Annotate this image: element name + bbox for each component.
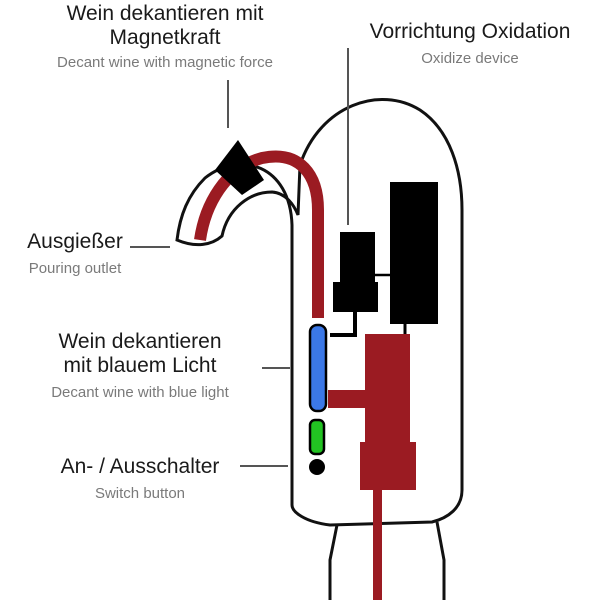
oxidation-block-large — [390, 182, 438, 324]
oxidation-block-small-base — [333, 282, 378, 312]
wine-tube — [194, 150, 324, 318]
red-chamber — [365, 334, 410, 442]
label-blue-light: Wein dekantieren mit blauem Licht Decant… — [5, 330, 275, 402]
switch-button-dot — [309, 459, 325, 475]
label-outlet-de: Ausgießer — [27, 230, 123, 253]
label-blue-light-en: Decant wine with blue light — [51, 384, 229, 402]
green-led — [308, 418, 326, 456]
label-oxidation-en: Oxidize device — [421, 50, 519, 68]
label-switch-en: Switch button — [94, 485, 186, 503]
label-outlet: Ausgießer Pouring outlet — [10, 230, 140, 277]
label-switch: An- / Ausschalter Switch button — [35, 455, 245, 502]
label-blue-light-de: Wein dekantieren mit blauem Licht — [58, 330, 222, 378]
oxidation-block-small — [340, 232, 375, 282]
magnet-band — [215, 140, 264, 195]
label-oxidation: Vorrichtung Oxidation Oxidize device — [340, 20, 600, 67]
label-magnetic-en: Decant wine with magnetic force — [57, 54, 273, 72]
device-base — [328, 521, 446, 600]
oxidation-wire — [330, 312, 357, 337]
label-switch-de: An- / Ausschalter — [60, 455, 220, 478]
label-oxidation-de: Vorrichtung Oxidation — [369, 20, 571, 43]
blue-led — [308, 323, 328, 413]
label-outlet-en: Pouring outlet — [28, 260, 122, 278]
red-connector — [328, 390, 365, 408]
red-base-block — [360, 442, 416, 490]
red-outflow-tube — [373, 490, 382, 600]
label-magnetic-de: Wein dekantieren mit Magnetkraft — [66, 2, 264, 50]
label-magnetic: Wein dekantieren mit Magnetkraft Decant … — [5, 2, 325, 72]
